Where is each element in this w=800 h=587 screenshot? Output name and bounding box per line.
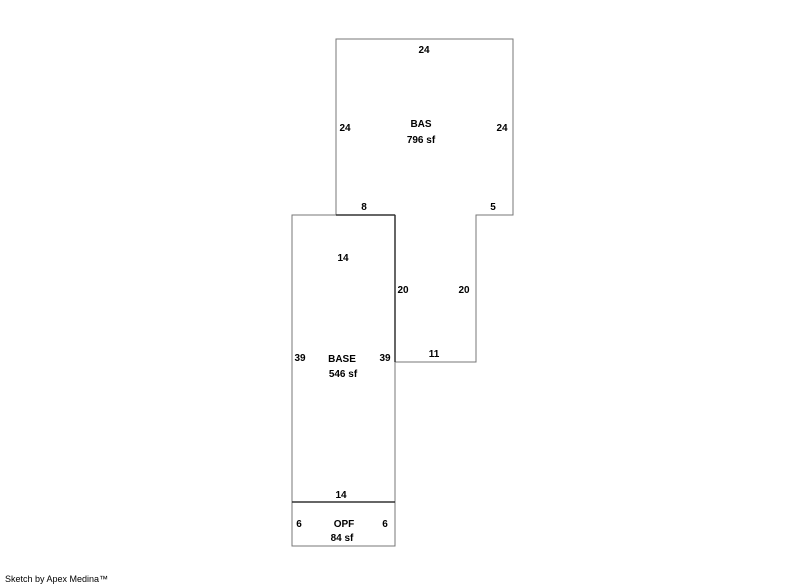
opf-dim-left: 6 bbox=[296, 519, 302, 530]
sketch-credit: Sketch by Apex Medina™ bbox=[5, 574, 109, 584]
base-dim-bottom: 14 bbox=[335, 490, 347, 501]
bas-dim-inner-left: 20 bbox=[397, 285, 409, 296]
bas-area: 796 sf bbox=[407, 135, 436, 146]
bas-dim-inner-right: 20 bbox=[458, 285, 470, 296]
opf-area: 84 sf bbox=[331, 533, 354, 544]
opf-dim-right: 6 bbox=[382, 519, 388, 530]
bas-dim-bottom-right: 5 bbox=[490, 202, 496, 213]
bas-label: BAS bbox=[410, 119, 431, 130]
base-label: BASE bbox=[328, 354, 356, 365]
opf-label: OPF bbox=[334, 519, 355, 530]
bas-outline bbox=[335, 38, 514, 363]
bas-dim-right: 24 bbox=[496, 123, 508, 134]
bas-dim-top: 24 bbox=[418, 45, 430, 56]
bas-dim-left: 24 bbox=[339, 123, 351, 134]
base-dim-right: 39 bbox=[379, 353, 391, 364]
bas-dim-bottom: 11 bbox=[429, 349, 440, 360]
bas-dim-bottom-left: 8 bbox=[361, 202, 367, 213]
base-dim-left: 39 bbox=[294, 353, 306, 364]
base-area: 546 sf bbox=[329, 369, 358, 380]
base-dim-top: 14 bbox=[337, 253, 349, 264]
